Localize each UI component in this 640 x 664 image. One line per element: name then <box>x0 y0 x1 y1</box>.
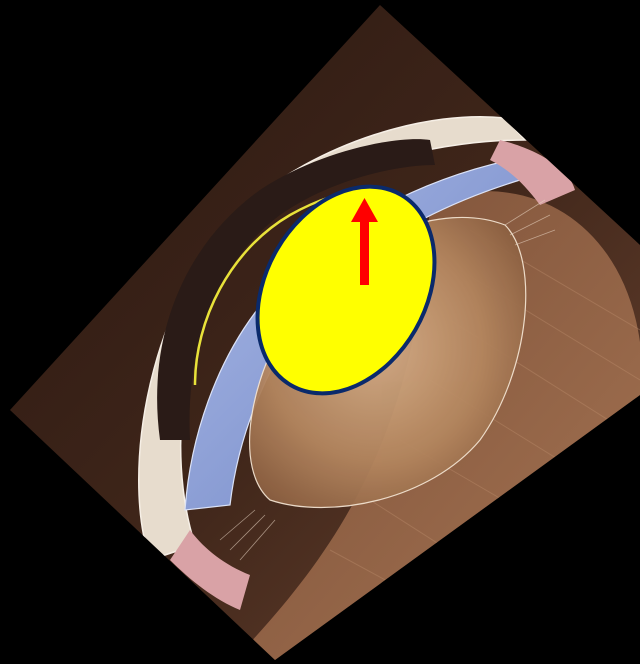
diagram-svg <box>0 0 640 664</box>
eye-cross-section-diagram <box>0 0 640 664</box>
